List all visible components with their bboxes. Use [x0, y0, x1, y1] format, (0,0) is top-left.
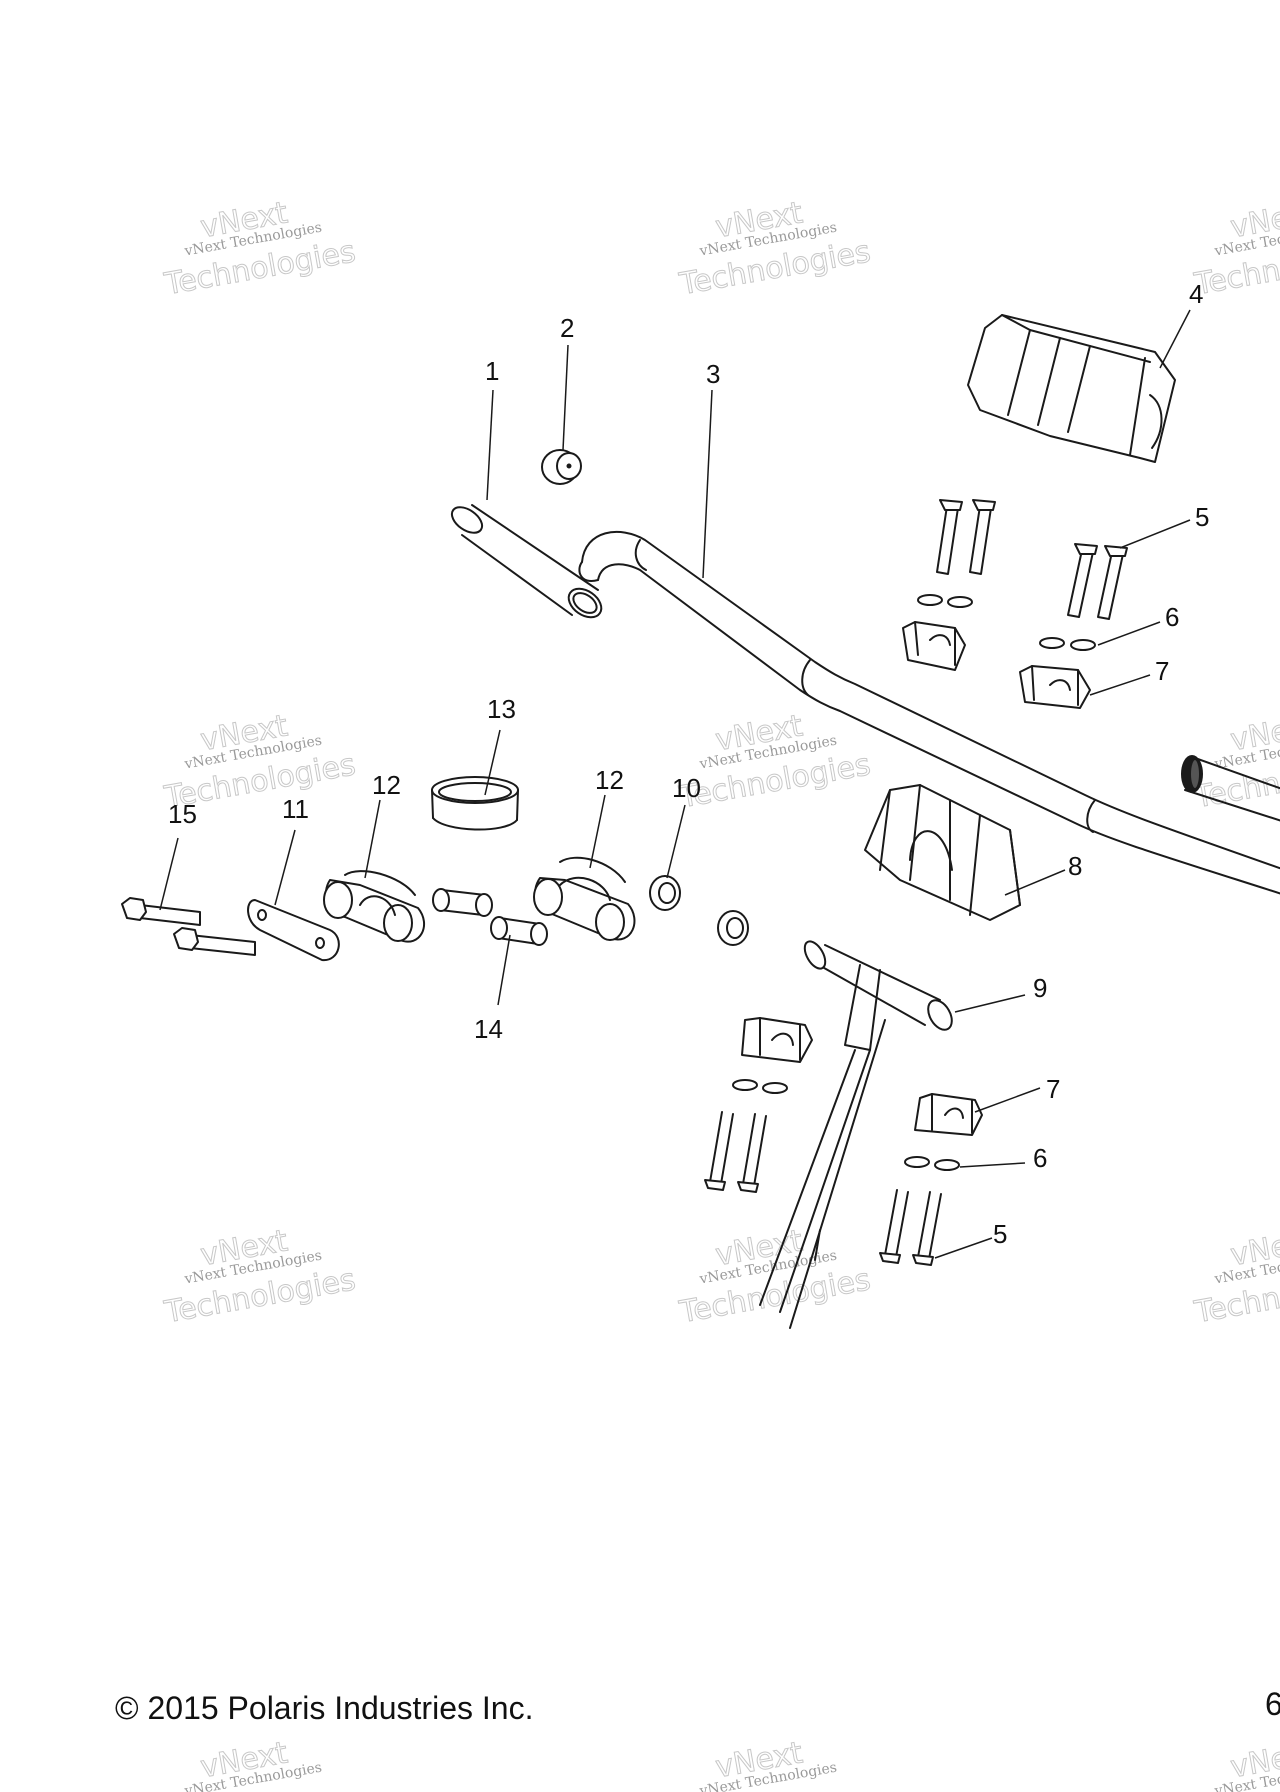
callout-14: 14	[474, 1014, 503, 1044]
callout-4: 4	[1189, 279, 1203, 309]
part-8-riser-block	[864, 784, 1021, 921]
callout-9: 9	[1033, 973, 1047, 1003]
watermark-12: vNext vNext Technologies	[1212, 1735, 1280, 1792]
leader-6a	[1097, 621, 1161, 646]
watermark-1: vNext vNext Technologies Technologies	[161, 195, 359, 303]
leader-3	[702, 389, 713, 579]
part-7-clamp-upper-left	[902, 621, 966, 671]
callout-7b: 7	[1046, 1074, 1060, 1104]
watermark-4: vNext vNext Technologies Technologies	[161, 708, 359, 816]
callout-12b: 12	[595, 765, 624, 795]
leader-8	[1004, 869, 1066, 896]
leader-9	[954, 994, 1026, 1013]
part-5-bolts-upper-right	[1067, 543, 1128, 620]
part-4-cover	[967, 314, 1176, 463]
part-5-bolts-lower-left	[704, 1111, 767, 1193]
callout-2: 2	[560, 313, 574, 343]
part-9-t-handle	[759, 940, 953, 1329]
part-2-end-cap	[541, 449, 582, 485]
grip-end	[1181, 755, 1280, 822]
callout-6b: 6	[1033, 1143, 1047, 1173]
watermark-8: vNext vNext Technologies Technologies	[676, 1223, 874, 1331]
part-5-bolts-upper-left	[936, 499, 996, 575]
callout-10: 10	[672, 773, 701, 803]
leader-12b	[589, 794, 606, 869]
callout-7a: 7	[1155, 656, 1169, 686]
callout-3: 3	[706, 359, 720, 389]
part-1-tube	[450, 504, 603, 619]
callout-8: 8	[1068, 851, 1082, 881]
part-7-clamp-upper-right	[1019, 665, 1091, 709]
leader-5a	[1119, 519, 1191, 549]
part-3-handlebar	[578, 531, 1280, 895]
callout-13: 13	[487, 694, 516, 724]
leader-11	[274, 829, 296, 906]
watermark-11: vNext vNext Technologies	[697, 1735, 838, 1792]
part-7-clamp-lower-left	[741, 1017, 813, 1063]
part-12-clamp-right	[533, 856, 636, 941]
part-5-bolts-lower-right	[879, 1189, 942, 1266]
part-14-spacers	[432, 888, 548, 946]
leader-12a	[364, 799, 381, 879]
page-number: 6	[1265, 1686, 1280, 1722]
watermark-6: vNext vNext Technologies Technologies	[1191, 708, 1280, 816]
watermark-7: vNext vNext Technologies Technologies	[161, 1223, 359, 1331]
leader-15	[159, 837, 179, 911]
part-15-bolts	[121, 897, 256, 956]
callout-labels: 1 2 3 4 5 6 7 8 9 10 11 12 12 13 14 15 7…	[168, 279, 1209, 1249]
copyright-notice: © 2015 Polaris Industries Inc.	[115, 1690, 534, 1726]
callout-5a: 5	[1195, 502, 1209, 532]
leader-13	[484, 729, 501, 796]
watermark-2: vNext vNext Technologies Technologies	[676, 195, 874, 303]
leader-10	[666, 804, 686, 879]
part-12-clamp-left	[323, 870, 425, 943]
leader-4	[1159, 309, 1191, 369]
part-11-link-plate	[247, 899, 340, 962]
callout-15: 15	[168, 799, 197, 829]
leader-7b	[974, 1087, 1041, 1113]
part-13-ring	[431, 776, 519, 831]
part-6-washers-upper	[917, 594, 1096, 651]
leader-14	[497, 934, 511, 1006]
leader-6b	[959, 1162, 1026, 1168]
callout-1: 1	[485, 356, 499, 386]
callout-11: 11	[282, 794, 309, 824]
part-6-washers-lower	[732, 1079, 960, 1171]
watermark-9: vNext vNext Technologies Technologies	[1191, 1223, 1280, 1331]
leader-1	[486, 389, 494, 501]
callout-6a: 6	[1165, 602, 1179, 632]
leader-7a	[1089, 674, 1151, 696]
leader-5b	[934, 1237, 993, 1259]
part-10-nuts	[649, 875, 749, 946]
leader-2	[562, 344, 569, 451]
part-7-clamp-lower-right	[914, 1093, 983, 1136]
callout-5b: 5	[993, 1219, 1007, 1249]
watermark-10: vNext vNext Technologies	[182, 1735, 323, 1792]
callout-12a: 12	[372, 770, 401, 800]
